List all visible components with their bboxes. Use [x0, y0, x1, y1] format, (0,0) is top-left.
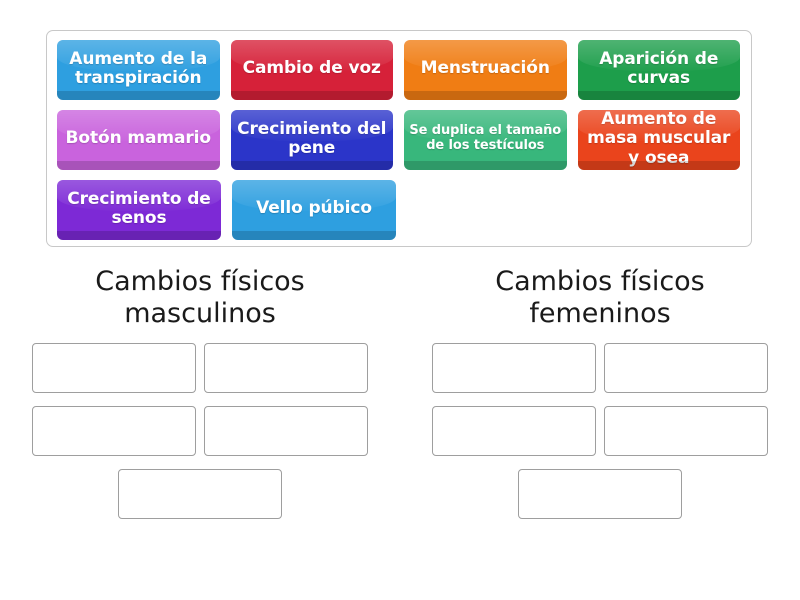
drop-slot[interactable]: [204, 405, 368, 456]
draggable-tile[interactable]: Vello púbico: [232, 180, 396, 240]
tile-label: Menstruación: [420, 58, 550, 79]
drop-slot[interactable]: [432, 405, 596, 456]
drop-slot-grid: [28, 342, 372, 532]
drop-slot[interactable]: [518, 468, 682, 519]
category-column: Cambios físicos femeninos: [400, 266, 800, 532]
tile-row: Botón mamario Crecimiento del pene Se dupl…: [57, 110, 751, 170]
tile-label: Crecimiento del pene: [237, 118, 387, 158]
tile-row: Aumento de la transpiración Cambio de voz…: [57, 40, 751, 100]
drop-slot[interactable]: [604, 405, 768, 456]
category-column: Cambios físicos masculinos: [0, 266, 400, 532]
tile-label: Cambio de voz: [242, 58, 381, 79]
drop-slot[interactable]: [432, 342, 596, 393]
draggable-tile[interactable]: Menstruación: [404, 40, 567, 100]
tile-label: Aumento de masa muscular y osea: [587, 109, 731, 168]
tile-bank-container: Aumento de la transpiración Cambio de voz…: [46, 30, 752, 247]
draggable-tile[interactable]: Crecimiento de senos: [57, 180, 221, 240]
tile-label: Aparición de curvas: [599, 48, 719, 88]
category-title: Cambios físicos masculinos: [95, 266, 305, 329]
draggable-tile[interactable]: Aumento de masa muscular y osea: [577, 109, 740, 170]
drop-slot[interactable]: [204, 342, 368, 393]
tile-label: Botón mamario: [65, 128, 212, 149]
draggable-tile[interactable]: Botón mamario: [57, 110, 220, 170]
draggable-tile[interactable]: Aparición de curvas: [577, 40, 740, 100]
drop-slot[interactable]: [32, 405, 196, 456]
tile-label: Vello púbico: [256, 198, 372, 219]
category-columns: Cambios físicos masculinos Cambios físico…: [0, 266, 800, 532]
tile-label: Aumento de la transpiración: [69, 48, 208, 88]
category-title: Cambios físicos femeninos: [495, 266, 705, 329]
draggable-tile[interactable]: Crecimiento del pene: [230, 110, 393, 170]
tile-row: Crecimiento de senos Vello púbico: [57, 180, 751, 240]
draggable-tile[interactable]: Aumento de la transpiración: [57, 40, 220, 100]
tile-label: Se duplica el tamaño de los testículos: [409, 123, 562, 153]
drop-slot-grid: [428, 342, 772, 532]
drop-slot[interactable]: [118, 468, 282, 519]
draggable-tile[interactable]: Se duplica el tamaño de los testículos: [404, 110, 567, 170]
drop-slot[interactable]: [604, 342, 768, 393]
drop-slot[interactable]: [32, 342, 196, 393]
draggable-tile[interactable]: Cambio de voz: [230, 40, 393, 100]
tile-label: Crecimiento de senos: [67, 188, 211, 228]
